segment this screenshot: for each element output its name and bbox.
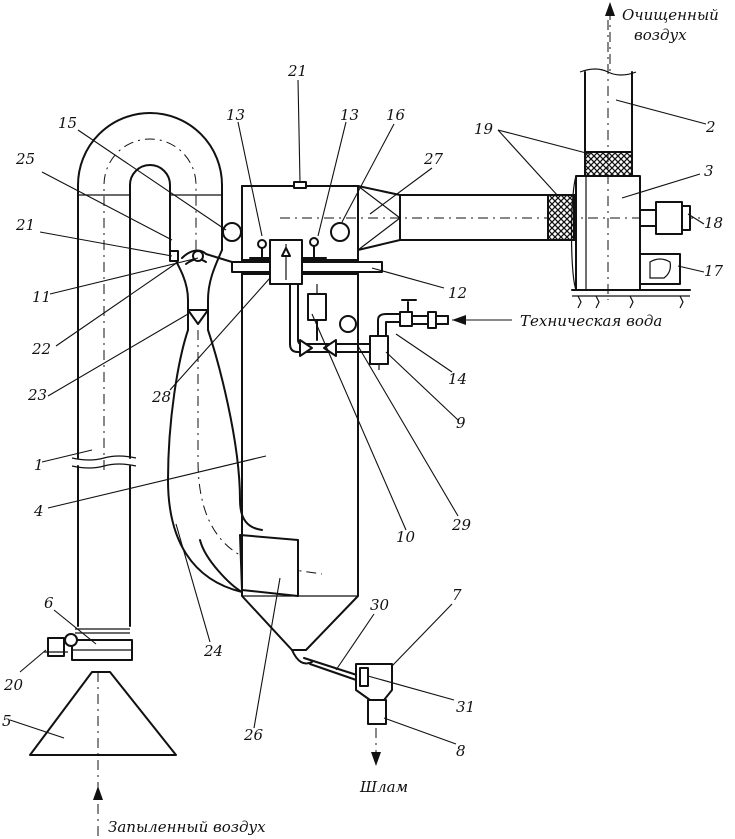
label-8: 8 (456, 742, 466, 760)
label-dusty-air: Запыленный воздух (108, 818, 266, 836)
fan-and-stack (570, 20, 691, 309)
label-30: 30 (370, 596, 390, 614)
spray-manifold (222, 222, 383, 333)
label-29: 29 (451, 516, 472, 534)
throat-nozzle (169, 249, 233, 265)
caption-labels: Очищенный воздух Техническая вода Шлам З… (108, 6, 719, 836)
label-22: 22 (31, 340, 51, 358)
label-18: 18 (704, 214, 723, 232)
sludge-discharge (303, 657, 393, 725)
label-23: 23 (27, 386, 47, 404)
label-14: 14 (448, 370, 467, 388)
label-17: 17 (704, 262, 724, 280)
inlet-nozzle (199, 534, 299, 597)
label-19: 19 (474, 120, 494, 138)
outlet-transition (280, 185, 700, 251)
water-supply-line (289, 283, 449, 370)
label-13-right: 13 (340, 106, 359, 124)
label-13-left: 13 (226, 106, 245, 124)
label-technical-water: Техническая вода (520, 312, 662, 330)
damper-drive (44, 633, 78, 657)
label-clean-air-line2: воздух (634, 26, 687, 44)
label-26: 26 (243, 726, 264, 744)
leader-lines (9, 79, 707, 745)
flow-arrows (93, 2, 615, 838)
label-3: 3 (704, 162, 714, 180)
intake-hood (29, 628, 177, 756)
label-clean-air-line1: Очищенный (622, 6, 719, 24)
label-12: 12 (448, 284, 467, 302)
label-6: 6 (44, 594, 54, 612)
label-25: 25 (15, 150, 35, 168)
label-16: 16 (386, 106, 406, 124)
label-10: 10 (396, 528, 416, 546)
label-21-left: 21 (15, 216, 35, 234)
label-2: 2 (705, 118, 716, 136)
u-bend (77, 112, 223, 470)
label-9: 9 (456, 414, 466, 432)
label-15: 15 (58, 114, 77, 132)
label-31: 31 (456, 698, 475, 716)
label-4: 4 (33, 502, 44, 520)
label-24: 24 (203, 642, 223, 660)
label-20: 20 (3, 676, 24, 694)
label-1: 1 (34, 456, 44, 474)
flexible-connector-horizontal (547, 194, 575, 241)
label-7: 7 (452, 586, 462, 604)
label-28: 28 (151, 388, 171, 406)
label-5: 5 (2, 712, 12, 730)
number-labels: 15 25 21 11 22 23 1 4 28 21 13 13 16 27 … (2, 62, 724, 760)
label-27: 27 (423, 150, 444, 168)
label-21-top: 21 (287, 62, 307, 80)
label-11: 11 (32, 288, 51, 306)
venturi-tube (167, 249, 323, 593)
label-sludge: Шлам (359, 778, 408, 796)
